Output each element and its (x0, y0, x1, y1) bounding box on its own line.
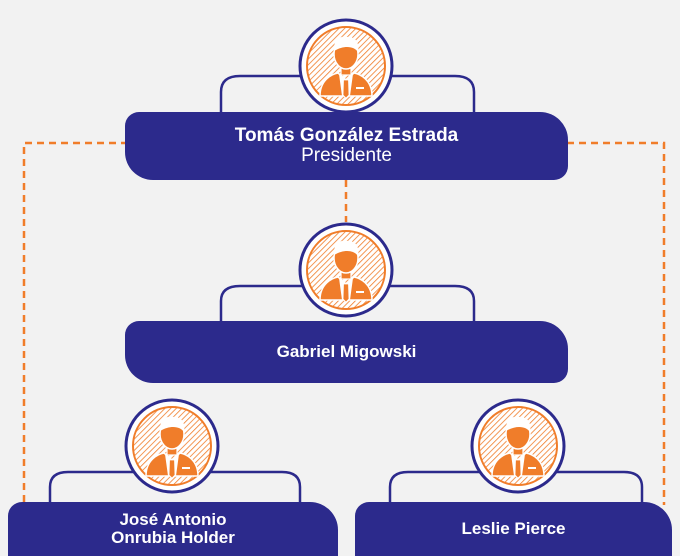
card-jose: José Antonio Onrubia Holder (8, 502, 338, 556)
dashed-connectors (22, 141, 666, 505)
connector-president-to-right (567, 141, 666, 505)
jose-name-line2: Onrubia Holder (111, 528, 235, 547)
president-role: Presidente (301, 145, 392, 166)
jose-name-line1: José Antonio (119, 510, 227, 530)
president-name: Tomás González Estrada (234, 125, 459, 147)
person-avatar-icon (298, 222, 394, 318)
person-avatar-icon (124, 398, 220, 494)
gabriel-name: Gabriel Migowski (276, 342, 417, 362)
connector-president-to-left (22, 141, 128, 505)
person-avatar-icon (298, 18, 394, 114)
card-leslie: Leslie Pierce (355, 502, 672, 556)
card-president: Tomás González Estrada Presidente (125, 112, 568, 180)
person-avatar-icon (470, 398, 566, 494)
card-gabriel: Gabriel Migowski (125, 321, 568, 383)
leslie-name: Leslie Pierce (461, 519, 566, 539)
